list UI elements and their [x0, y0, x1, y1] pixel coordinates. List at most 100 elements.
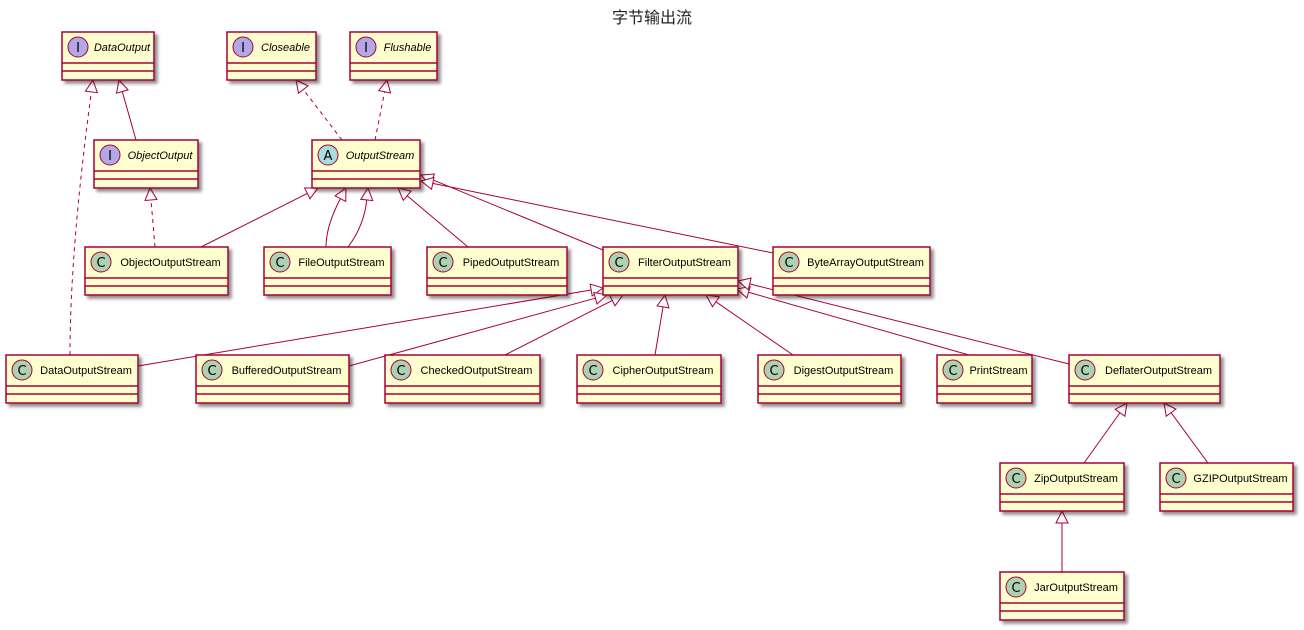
inheritance-arrowhead: [1114, 402, 1128, 418]
class-badge-icon: [1165, 467, 1187, 489]
class-badge-icon: [11, 359, 33, 381]
edge-ByteArrayOutputStream-to-OutputStream: [419, 176, 774, 254]
badge-letter: C: [17, 364, 26, 379]
edge-OutputStream-to-Closeable: [295, 79, 343, 141]
edge-FileOutputStream-to-OutputStream: [347, 186, 374, 248]
class-name: OutputStream: [346, 150, 414, 162]
badge-letter: C: [396, 364, 405, 379]
badge-letter: C: [614, 256, 623, 271]
inheritance-arrowhead: [334, 187, 347, 203]
inheritance-arrowhead: [589, 283, 605, 297]
class-name: ObjectOutputStream: [120, 257, 220, 269]
class-box-FilterOutputStream[interactable]: C FilterOutputStream: [602, 246, 739, 296]
class-name: PipedOutputStream: [463, 257, 560, 269]
class-badge-icon: [390, 359, 412, 381]
badge-letter: C: [96, 256, 105, 271]
inheritance-arrowhead: [397, 187, 412, 202]
badge-letter: C: [275, 256, 284, 271]
class-badge-icon: [608, 251, 630, 273]
inheritance-arrowhead: [377, 78, 392, 94]
badge-letter: C: [1080, 364, 1089, 379]
class-badge-icon: [1074, 359, 1096, 381]
class-name: CipherOutputStream: [613, 365, 714, 377]
badge-letter: C: [1011, 472, 1020, 487]
edge-FilterOutputStream-to-OutputStream: [419, 173, 604, 251]
interface-badge-icon: [355, 36, 377, 58]
class-box-PrintStream[interactable]: C PrintStream: [936, 354, 1033, 404]
badge-letter: C: [769, 364, 778, 379]
badge-letter: C: [948, 364, 957, 379]
interface-badge-icon: [232, 36, 254, 58]
badge-letter: C: [784, 256, 793, 271]
class-name: DeflaterOutputStream: [1105, 365, 1212, 377]
class-badge-icon: [201, 359, 223, 381]
edge-ZipOutputStream-to-DeflaterOutputStream: [1083, 402, 1128, 464]
diagram-title: 字节输出流: [611, 8, 692, 27]
badge-letter: I: [108, 149, 112, 164]
class-name: GZIPOutputStream: [1193, 473, 1287, 485]
inheritance-arrowhead: [656, 293, 670, 309]
class-box-ObjectOutputStream[interactable]: C ObjectOutputStream: [84, 246, 229, 296]
class-box-ByteArrayOutputStream[interactable]: C ByteArrayOutputStream: [772, 246, 931, 296]
badge-letter: C: [588, 364, 597, 379]
edge-PrintStream-to-FilterOutputStream: [735, 285, 970, 356]
edge-GZIPOutputStream-to-DeflaterOutputStream: [1163, 402, 1209, 464]
inheritance-arrowhead: [736, 277, 752, 291]
class-name: JarOutputStream: [1034, 582, 1118, 594]
class-badge-icon: [90, 251, 112, 273]
class-badge-icon: [763, 359, 785, 381]
class-name: FilterOutputStream: [638, 257, 731, 269]
edge-DigestOutputStream-to-FilterOutputStream: [705, 294, 794, 356]
inheritance-arrowhead: [735, 285, 751, 299]
inheritance-arrowhead: [359, 186, 374, 202]
edge-JarOutputStream-to-ZipOutputStream: [1055, 509, 1069, 572]
interface-badge-icon: [99, 144, 121, 166]
inheritance-arrowhead: [419, 176, 435, 191]
class-name: DataOutputStream: [40, 365, 132, 377]
badge-letter: A: [324, 149, 333, 164]
edge-DataOutputStream-to-FilterOutputStream: [137, 283, 605, 367]
class-box-DataOutputStream[interactable]: C DataOutputStream: [5, 354, 139, 404]
class-box-OutputStream[interactable]: A OutputStream: [311, 139, 421, 189]
class-box-CheckedOutputStream[interactable]: C CheckedOutputStream: [384, 354, 541, 404]
class-badge-icon: [1005, 467, 1027, 489]
class-badge-icon: [1005, 576, 1027, 598]
inheritance-arrowhead: [1163, 402, 1177, 418]
inheritance-arrowhead: [705, 294, 721, 308]
class-badge-icon: [942, 359, 964, 381]
class-name: Closeable: [261, 42, 310, 54]
inheritance-arrowhead: [1055, 509, 1069, 524]
class-box-DeflaterOutputStream[interactable]: C DeflaterOutputStream: [1068, 354, 1221, 404]
class-box-PipedOutputStream[interactable]: C PipedOutputStream: [426, 246, 568, 296]
interface-badge-icon: [67, 36, 89, 58]
class-name: FileOutputStream: [298, 257, 384, 269]
class-name: DataOutput: [94, 42, 151, 54]
class-box-BufferedOutputStream[interactable]: C BufferedOutputStream: [195, 354, 350, 404]
class-name: Flushable: [384, 42, 432, 54]
edge-DeflaterOutputStream-to-FilterOutputStream: [736, 277, 1070, 365]
class-box-CipherOutputStream[interactable]: C CipherOutputStream: [576, 354, 722, 404]
class-name: PrintStream: [969, 365, 1027, 377]
class-badge-icon: [432, 251, 454, 273]
badge-letter: C: [438, 256, 447, 271]
class-box-FileOutputStream[interactable]: C FileOutputStream: [263, 246, 392, 296]
class-name: ByteArrayOutputStream: [807, 257, 924, 269]
edge-PipedOutputStream-to-OutputStream: [397, 187, 469, 248]
edge-CipherOutputStream-to-FilterOutputStream: [654, 293, 670, 356]
edge-DataOutputStream-to-DataOutput: [69, 78, 99, 356]
class-name: CheckedOutputStream: [421, 365, 533, 377]
badge-letter: C: [207, 364, 216, 379]
class-name: BufferedOutputStream: [232, 365, 342, 377]
edge-ObjectOutputStream-to-ObjectOutput: [144, 186, 158, 248]
inheritance-arrowhead: [144, 186, 158, 202]
